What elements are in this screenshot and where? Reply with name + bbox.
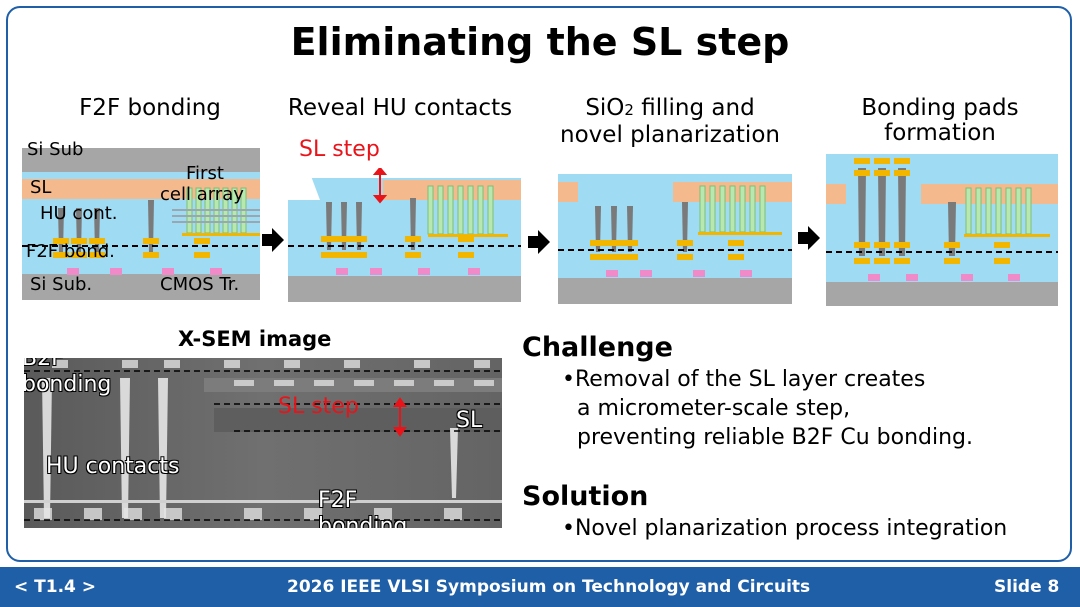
challenge-line-3: preventing reliable B2F Cu bonding.	[577, 425, 973, 450]
step-label-f2f-bonding: F2F bonding	[79, 95, 221, 121]
panel-reveal-hu	[288, 168, 521, 302]
step-label-reveal-hu: Reveal HU contacts	[287, 95, 513, 121]
arrow-right-icon	[528, 230, 550, 254]
solution-line-1: •Novel planarization process integration	[562, 516, 1008, 541]
solution-title: Solution	[522, 481, 649, 512]
footer-bar: < T1.4 > 2026 IEEE VLSI Symposium on Tec…	[0, 567, 1080, 607]
arrow-right-icon	[262, 228, 284, 252]
label-sl-step-diagram: SL step	[299, 137, 380, 162]
label-f2f-bond: F2F bond.	[26, 241, 115, 262]
sem-label-hu-contacts: HU contacts	[46, 454, 180, 479]
sem-image-graphic	[24, 358, 502, 528]
challenge-title: Challenge	[522, 332, 673, 363]
challenge-line-2: a micrometer-scale step,	[577, 396, 851, 421]
label-cell-array: cell array	[160, 184, 244, 205]
label-si-sub-bottom: Si Sub.	[30, 274, 93, 295]
sem-label-f2f: F2F	[318, 488, 358, 513]
sem-label-b2f: B2F	[24, 358, 64, 371]
sem-label-bonding-bottom: bonding	[318, 514, 408, 528]
step3-label-rest: filling and	[633, 95, 755, 121]
slide-title: Eliminating the SL step	[290, 20, 790, 64]
footer-conference: 2026 IEEE VLSI Symposium on Technology a…	[287, 577, 811, 597]
step3-label-line2: novel planarization	[560, 122, 780, 148]
footer-slide-number: Slide 8	[994, 577, 1060, 597]
slide-frame	[6, 6, 1072, 562]
sem-label-sl: SL	[456, 408, 483, 433]
label-hu-cont: HU cont.	[40, 203, 118, 224]
panel-bonding-pads	[826, 154, 1058, 306]
footer-session: < T1.4 >	[14, 577, 97, 597]
sem-label-sl-step: SL step	[278, 394, 359, 419]
sem-label-bonding-top: bonding	[24, 372, 112, 397]
step3-label-sub: 2	[624, 101, 634, 119]
step3-label-main: SiO	[585, 95, 625, 121]
label-sl: SL	[30, 177, 52, 198]
panel-f2f-bonding	[22, 148, 260, 300]
challenge-line-1: •Removal of the SL layer creates	[562, 367, 926, 392]
label-si-sub-top: Si Sub	[27, 139, 84, 160]
step-label-bonding-pads: Bonding pads formation	[830, 96, 1050, 146]
step-label-sio2-filling: SiO2 filling and novel planarization	[540, 96, 800, 148]
sem-title: X-SEM image	[178, 327, 332, 351]
panel-sio2-filling	[558, 174, 792, 304]
step4-label-line1: Bonding pads	[861, 95, 1019, 121]
arrow-right-icon	[798, 226, 820, 250]
label-first: First	[186, 163, 224, 184]
sem-image: B2F bonding SL step SL HU contacts F2F b…	[24, 358, 502, 528]
step4-label-line2: formation	[884, 120, 996, 146]
label-cmos-tr: CMOS Tr.	[160, 274, 240, 295]
